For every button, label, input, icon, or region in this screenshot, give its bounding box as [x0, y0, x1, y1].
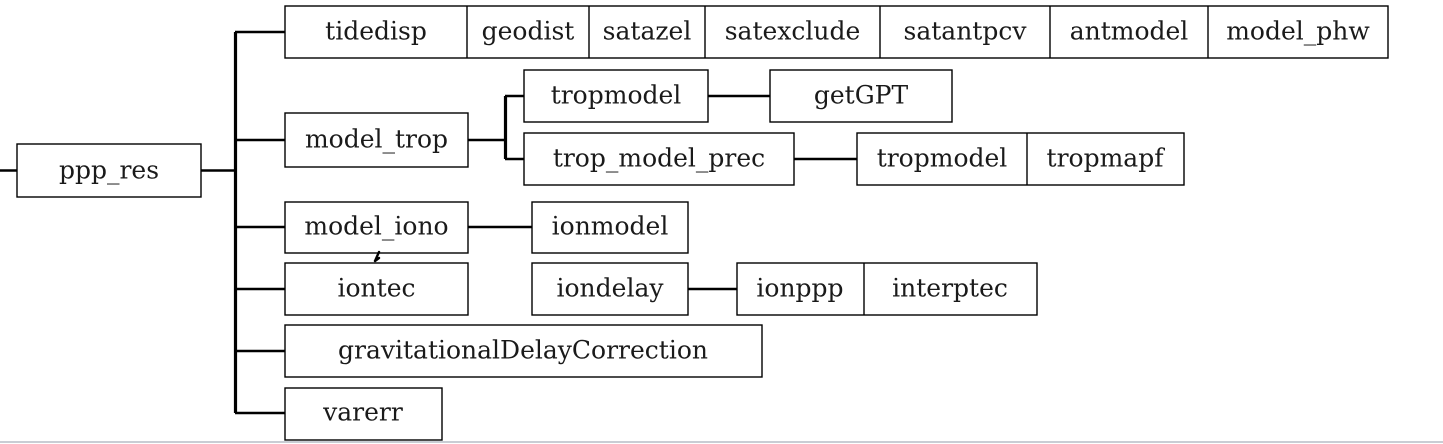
node-model-iono[interactable]: model_iono — [284, 201, 469, 254]
node-iontec[interactable]: iontec — [284, 262, 469, 316]
node-ppp-res[interactable]: ppp_res — [16, 143, 202, 198]
node-antmodel-label[interactable]: antmodel — [1070, 17, 1189, 46]
node-satantpcv-label[interactable]: satantpcv — [904, 17, 1028, 46]
node-getgpt-label: getGPT — [814, 81, 909, 110]
node-getgpt-box — [769, 69, 953, 123]
node-tropmodel-tropmapf-box — [856, 132, 1185, 186]
node-trop-model-prec-box — [523, 132, 795, 186]
node-row1-box — [284, 5, 1389, 59]
node-tropmodel[interactable]: tropmodel — [523, 69, 709, 123]
node-geodist-label[interactable]: geodist — [482, 17, 575, 46]
node-model-iono-box — [284, 201, 469, 254]
node-model-iono-label: model_iono — [304, 212, 448, 241]
node-model-trop-label: model_trop — [305, 125, 448, 154]
node-ionmodel-label: ionmodel — [552, 212, 669, 241]
node-tropmodel-label: tropmodel — [551, 81, 682, 110]
node-varerr-box — [284, 387, 443, 441]
node-trop-model-prec-label: trop_model_prec — [553, 144, 765, 173]
node-getgpt[interactable]: getGPT — [769, 69, 953, 123]
node-varerr[interactable]: varerr — [284, 387, 443, 441]
node-tropmodel-box — [523, 69, 709, 123]
node-tidedisp-label[interactable]: tidedisp — [325, 17, 427, 46]
node-gravitational-delay-correction[interactable]: gravitationalDelayCorrection — [284, 324, 763, 378]
node-model-phw-label[interactable]: model_phw — [1226, 17, 1370, 46]
node-group-tropmodel-tropmapf: tropmodel tropmapf — [856, 132, 1185, 186]
node-ionmodel[interactable]: ionmodel — [531, 201, 689, 254]
node-ionmodel-box — [531, 201, 689, 254]
node-group-ionppp-interptec: ionppp interptec — [736, 262, 1038, 316]
node-satexclude-label[interactable]: satexclude — [725, 17, 861, 46]
node-varerr-label: varerr — [322, 398, 403, 427]
arrow-tick-icon — [373, 250, 381, 263]
node-tropmodel2-label[interactable]: tropmodel — [877, 144, 1008, 173]
node-iondelay-box — [531, 262, 689, 316]
node-gravitational-delay-correction-label: gravitationalDelayCorrection — [338, 336, 708, 365]
node-ppp-res-label: ppp_res — [59, 156, 159, 185]
node-iondelay[interactable]: iondelay — [531, 262, 689, 316]
node-trop-model-prec[interactable]: trop_model_prec — [523, 132, 795, 186]
node-model-trop[interactable]: model_trop — [284, 112, 469, 168]
node-ionppp-label[interactable]: ionppp — [756, 274, 843, 303]
node-model-trop-box — [284, 112, 469, 168]
node-iontec-box — [284, 262, 469, 316]
node-ionppp-interptec-box — [736, 262, 1038, 316]
node-satazel-label[interactable]: satazel — [603, 17, 692, 46]
node-group-row1: tidedisp geodist satazel satexclude sata… — [284, 5, 1389, 59]
node-gravitational-delay-correction-box — [284, 324, 763, 378]
node-interptec-label[interactable]: interptec — [892, 274, 1008, 303]
node-iontec-label: iontec — [338, 274, 416, 303]
node-tropmapf-label[interactable]: tropmapf — [1047, 144, 1166, 173]
node-iondelay-label: iondelay — [557, 274, 665, 303]
